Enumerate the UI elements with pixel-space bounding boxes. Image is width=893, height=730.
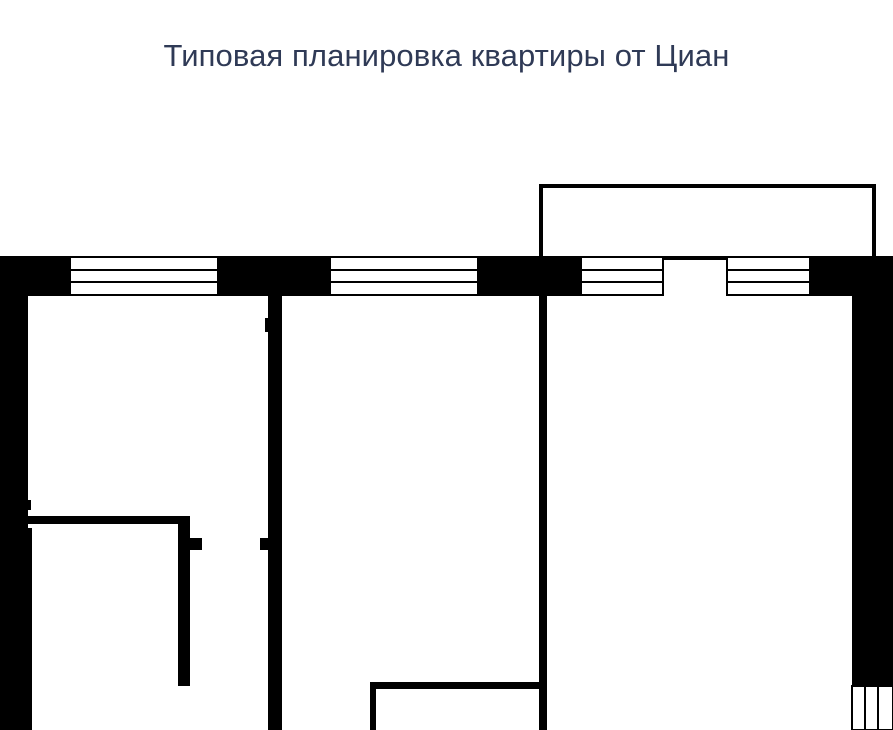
left-exterior-wall [0,256,28,730]
door-jamb-left [260,538,282,550]
balcony-window-right [726,256,811,296]
partition-room1-room2-upper [268,294,282,538]
small-room-top-wall [28,516,190,524]
window-2 [329,256,479,296]
small-room-door-jamb [178,538,202,550]
niche-top-wall [370,682,540,689]
balcony-outline [539,184,876,260]
balcony-window-left [580,256,664,296]
page-title: Типовая планировка квартиры от Циан [163,38,730,73]
partition-room2-room3 [539,294,547,730]
window-1 [69,256,219,296]
right-exterior-wall [852,256,893,686]
partition-room1-room2-lower [268,550,282,730]
left-wall-notch [28,500,31,510]
top-wall-pier-2 [478,256,581,296]
top-wall-pier-1 [218,256,330,296]
partition-notch-upper [265,318,268,332]
small-room-right-wall [178,516,190,686]
right-wall-window [851,685,893,730]
small-room-inner-line [28,528,32,730]
niche-left-wall [370,682,376,730]
